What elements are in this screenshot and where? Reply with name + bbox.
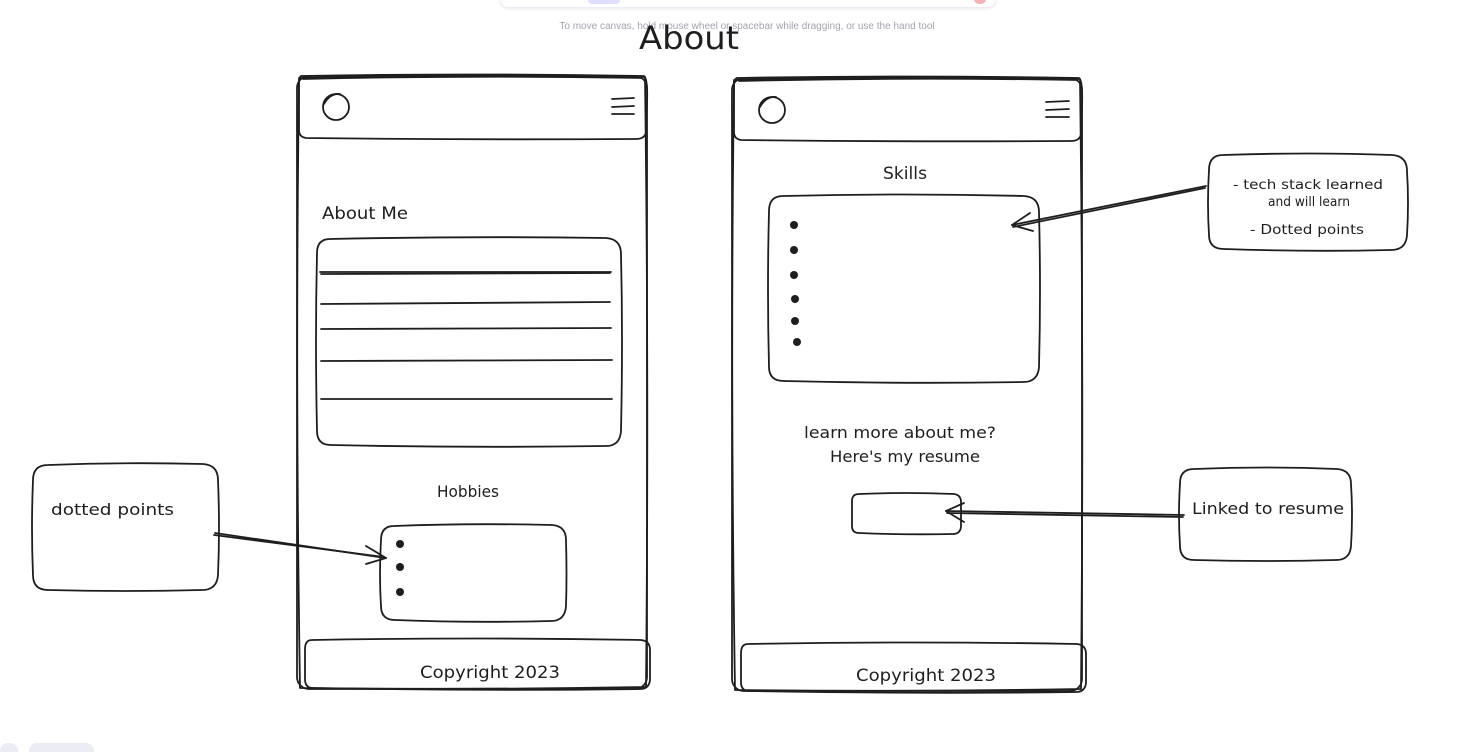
hobby-bullet — [396, 563, 404, 571]
logo-circle-icon[interactable] — [322, 93, 350, 121]
skill-bullet — [790, 221, 798, 229]
selected-tool-button[interactable] — [588, 0, 620, 4]
skill-bullet — [791, 295, 799, 303]
header-bar-2[interactable] — [733, 75, 1084, 143]
hamburger-menu-icon-2[interactable] — [1045, 100, 1070, 118]
undo-button[interactable] — [29, 743, 94, 752]
about-text-box — [315, 236, 623, 448]
note-tech-line1: - tech stack learned — [1233, 178, 1383, 193]
phone-frame-about[interactable] — [296, 74, 649, 690]
skill-bullet — [790, 246, 798, 254]
skill-bullet — [790, 271, 798, 279]
hamburger-menu-icon[interactable] — [611, 97, 635, 115]
note-tech-line3: - Dotted points — [1250, 223, 1364, 238]
note-tech-stack[interactable] — [1207, 152, 1409, 252]
logo-circle-icon-2[interactable] — [758, 96, 786, 124]
page-title: About — [639, 19, 739, 57]
resume-prompt-line1: learn more about me? — [804, 423, 996, 442]
footer-bar — [304, 637, 651, 691]
note-dotted-text: dotted points — [51, 500, 174, 519]
footer-copyright: Copyright 2023 — [420, 663, 560, 683]
note-linked-to-resume[interactable] — [1178, 466, 1353, 562]
hobbies-list-box — [379, 523, 568, 623]
library-badge-icon[interactable] — [974, 0, 986, 4]
note-dotted-points[interactable] — [31, 462, 220, 592]
note-linked-text: Linked to resume — [1192, 499, 1344, 518]
about-me-heading: About Me — [322, 204, 408, 224]
skills-heading: Skills — [883, 164, 927, 184]
header-bar[interactable] — [298, 73, 649, 141]
zoom-out-button[interactable] — [0, 743, 18, 752]
footer-bar-2 — [740, 641, 1087, 694]
footer-copyright-2: Copyright 2023 — [856, 666, 996, 686]
arrow-to-resume-button — [945, 502, 1185, 523]
resume-prompt-line2: Here's my resume — [830, 447, 980, 466]
skill-bullet — [791, 317, 799, 325]
skills-list-box — [767, 193, 1041, 384]
hobby-bullet — [396, 588, 404, 596]
arrow-to-skills — [1011, 185, 1207, 232]
resume-button[interactable] — [851, 492, 962, 536]
hobby-bullet — [396, 540, 404, 548]
skill-bullet — [793, 338, 801, 346]
hobbies-heading: Hobbies — [437, 482, 499, 501]
note-tech-line2: and will learn — [1268, 195, 1350, 210]
arrow-to-hobbies — [213, 532, 387, 565]
canvas-hint: To move canvas, hold mouse wheel or spac… — [559, 21, 934, 32]
